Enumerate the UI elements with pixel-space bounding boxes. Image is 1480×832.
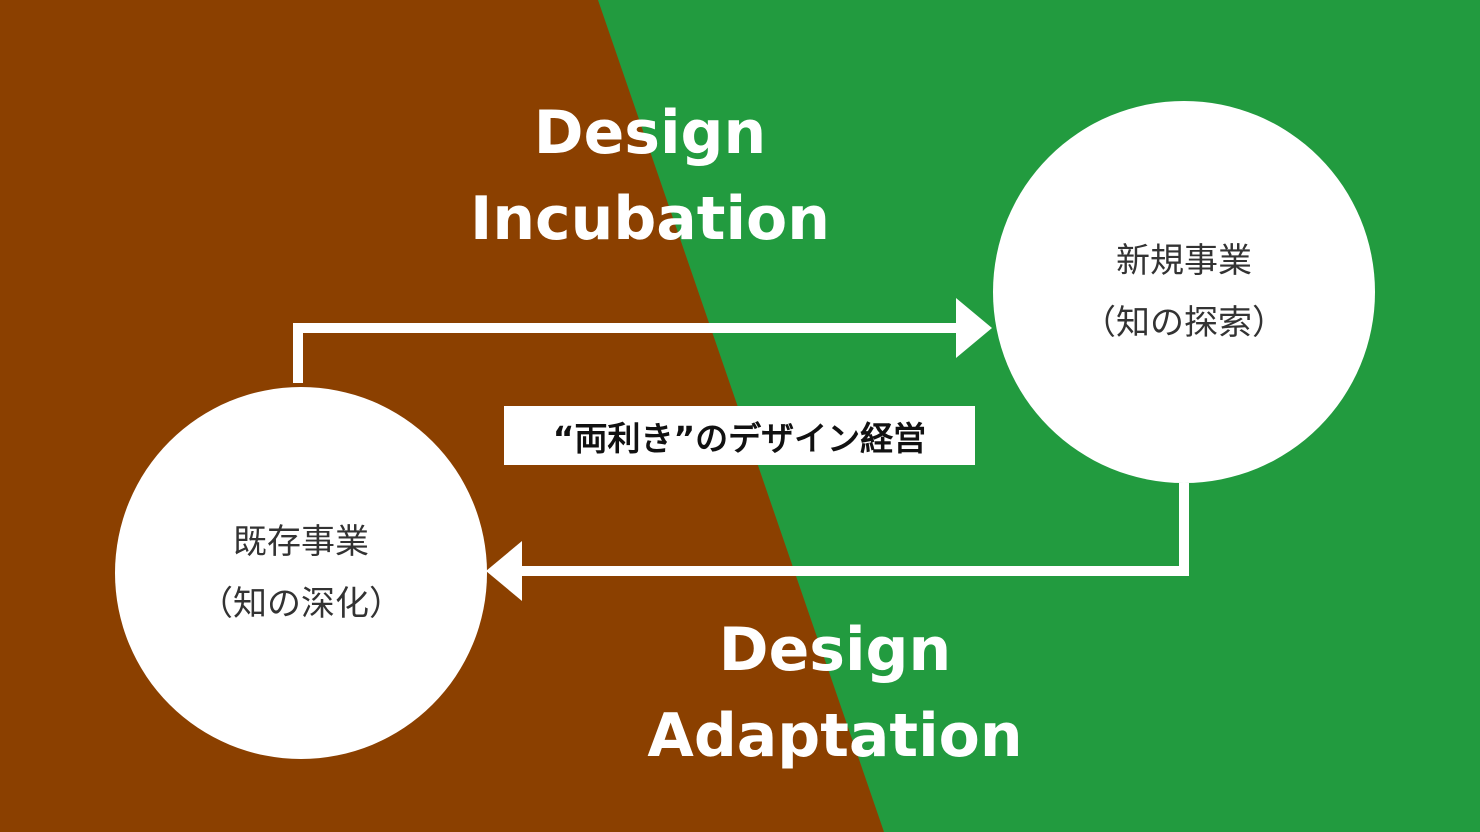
new-business-label: 新規事業 [1116, 241, 1252, 281]
design-incubation-title: Design Incubation [445, 90, 855, 262]
incubation-arrow-line [293, 323, 960, 383]
existing-business-label: 既存事業 [233, 522, 369, 562]
design-adaptation-title: Design Adaptation [625, 607, 1045, 779]
new-business-sublabel: （知の探索） [1082, 303, 1286, 343]
adaptation-arrow-line [518, 483, 1189, 576]
existing-business-circle: 既存事業 （知の深化） [115, 387, 487, 759]
incubation-title-line1: Design [533, 98, 767, 168]
adaptation-title-line1: Design [718, 615, 952, 685]
ambidextrous-design-management-label: “両利き”のデザイン経営 [504, 406, 975, 465]
existing-business-sublabel: （知の深化） [199, 584, 403, 624]
new-business-circle: 新規事業 （知の探索） [993, 101, 1375, 483]
adaptation-arrow-head [486, 541, 522, 601]
incubation-arrow-head [956, 298, 992, 358]
incubation-title-line2: Incubation [470, 184, 830, 254]
adaptation-title-line2: Adaptation [647, 701, 1023, 771]
